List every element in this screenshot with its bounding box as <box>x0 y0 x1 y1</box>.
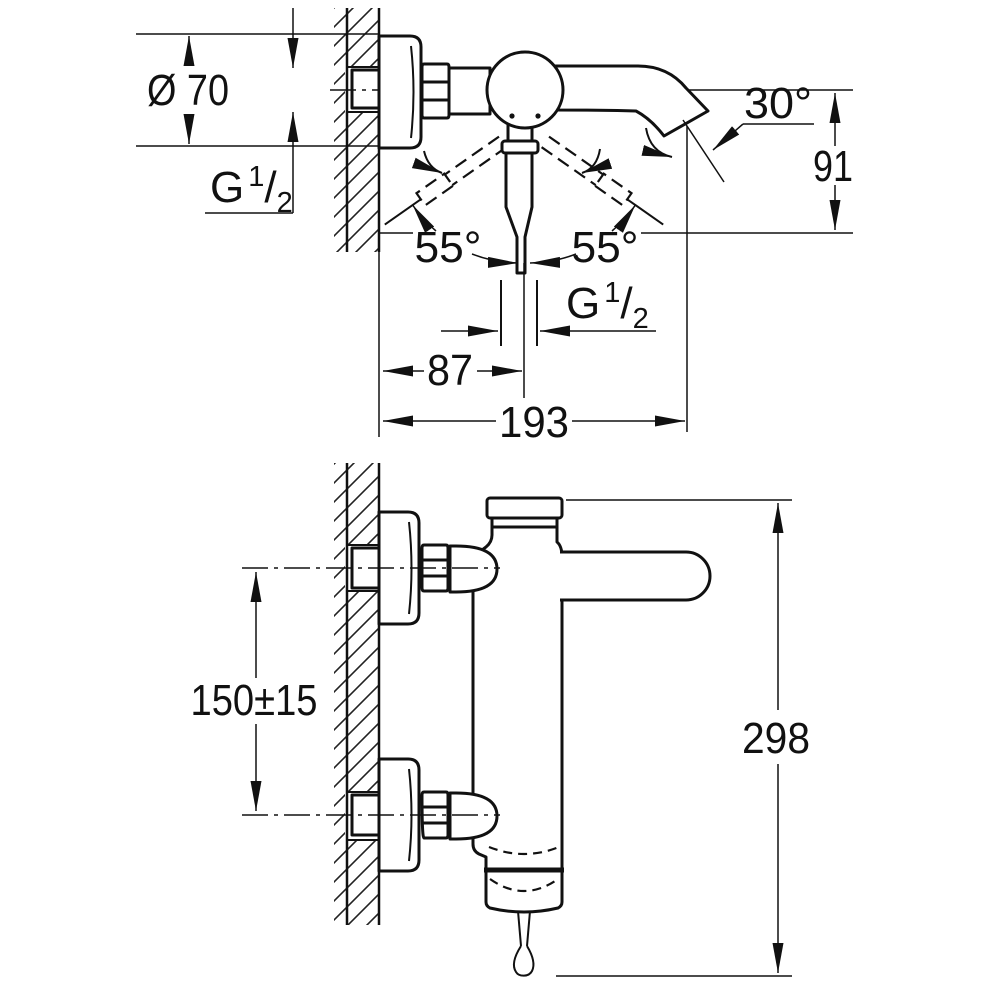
dim-spout-projection: 193 <box>383 398 685 447</box>
handle-grip-outline-left <box>414 172 455 207</box>
dim-escutcheon-diameter: Ø 70 <box>136 33 379 147</box>
cap-dot-left <box>509 113 515 119</box>
lever-handle-side <box>500 121 540 275</box>
wall-nipple <box>350 68 379 110</box>
escutcheon-dome-line <box>410 45 415 139</box>
wall-hatch <box>334 8 379 252</box>
wall-hatch <box>334 463 379 925</box>
wall-section-front <box>334 463 381 925</box>
wall-to-axis-label: 87 <box>427 346 473 395</box>
swing-direction-arrow-left <box>411 150 443 174</box>
escutcheon-diameter-label: Ø 70 <box>147 66 229 115</box>
handle-stem <box>504 151 534 275</box>
spout-angle-label: 30° <box>744 79 812 128</box>
water-drop <box>512 910 535 977</box>
lower-s-union <box>350 757 499 873</box>
spout <box>552 64 710 138</box>
swing-direction-arrow-right <box>581 148 613 174</box>
lever-handle-front <box>560 550 712 602</box>
dim-wall-to-axis: 87 <box>383 346 522 395</box>
wall-section-top <box>334 8 381 437</box>
swing-left-label: 55° <box>415 223 482 272</box>
handle-swing-right-dashed <box>529 135 664 268</box>
swing-right-label: 55° <box>572 223 639 272</box>
swing-arc-left-outer <box>411 204 437 233</box>
dim-connection-spacing: 150±15 <box>191 572 318 811</box>
hex-union-nut <box>420 62 451 120</box>
total-height-label: 298 <box>742 714 810 763</box>
escutcheon-flange-upper <box>377 510 421 626</box>
dim-outlet-height: 91 <box>379 93 853 234</box>
s-union-dome-lower <box>448 791 499 841</box>
swing-arc-right-inner <box>529 253 577 268</box>
outlet-height-label: 91 <box>813 142 853 191</box>
dim-swing-angles: 55° 55° <box>415 223 639 272</box>
swing-limit-right <box>626 198 664 226</box>
escutcheon-flange <box>377 34 423 150</box>
outlet-hidden-arc-upper <box>488 845 560 856</box>
dim-total-height: 298 <box>556 499 810 977</box>
spout-projection-label: 193 <box>499 398 569 447</box>
water-flow-arrow <box>641 127 673 158</box>
handle-swing-left-dashed <box>384 135 519 268</box>
dim-spout-angle: 30° <box>712 79 814 151</box>
body-cap <box>485 496 564 529</box>
valve-body-circle <box>485 50 565 130</box>
cap-dot-right <box>535 113 541 119</box>
s-union-dome-upper <box>448 544 499 594</box>
swing-limit-left <box>384 198 422 226</box>
outlet-angle-line <box>682 119 725 183</box>
escutcheon-flange-lower <box>377 757 421 873</box>
handle-grip-outline-right <box>593 172 634 207</box>
union-connector <box>447 66 492 116</box>
handle-collar <box>500 139 540 155</box>
connection-spacing-label: 150±15 <box>191 676 318 725</box>
front-view-drawing: 150±15 298 <box>191 463 810 977</box>
outlet-hidden-arc-lower <box>489 878 559 892</box>
swing-arc-right-outer <box>611 204 637 233</box>
